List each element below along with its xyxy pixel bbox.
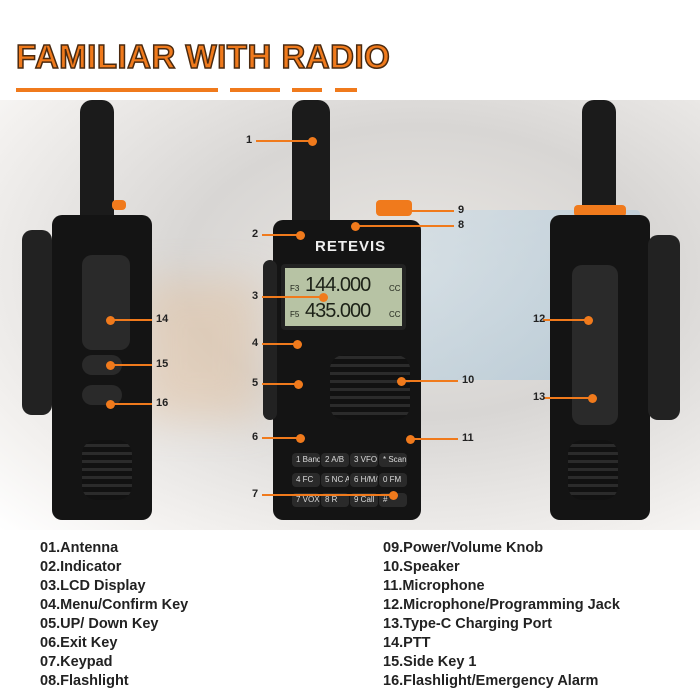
lcd-suffix: CC — [389, 284, 401, 293]
callout-line — [543, 397, 592, 399]
callout-line — [262, 494, 393, 496]
callout-number: 13 — [533, 391, 546, 403]
callout-number: 8 — [458, 219, 465, 231]
legend-left: 01.Antenna 02.Indicator 03.LCD Display 0… — [40, 539, 188, 691]
callout-line — [262, 234, 300, 236]
callout-number: 9 — [458, 204, 465, 216]
callout-number: 12 — [533, 313, 546, 325]
legend-item: 04.Menu/Confirm Key — [40, 597, 189, 613]
legend-item: 07.Keypad — [40, 654, 113, 670]
legend-right: 09.Power/Volume Knob 10.Speaker 11.Micro… — [383, 539, 620, 691]
legend-item: 05.UP/ Down Key — [40, 616, 159, 632]
callout-number: 6 — [252, 431, 259, 443]
callout-line — [262, 296, 323, 298]
callout-line — [110, 364, 152, 366]
legend-item: 15.Side Key 1 — [383, 654, 477, 670]
lcd-suffix: CC — [389, 310, 401, 319]
keypad-key: * Scan — [379, 453, 407, 467]
keypad-key: # — [379, 493, 407, 507]
legend-item: 01.Antenna — [40, 540, 119, 556]
callout-dot — [296, 231, 305, 240]
callout-dot — [396, 207, 405, 216]
callout-dot — [406, 435, 415, 444]
callout-line — [401, 380, 458, 382]
title-underline — [335, 88, 357, 92]
keypad-key: 1 Band — [292, 453, 320, 467]
legend-item: 10.Speaker — [383, 559, 460, 575]
legend-item: 13.Type-C Charging Port — [383, 616, 552, 632]
legend-item: 14.PTT — [383, 635, 431, 651]
callout-dot — [296, 434, 305, 443]
title-underline — [292, 88, 322, 92]
callout-dot — [308, 137, 317, 146]
legend-item: 09.Power/Volume Knob — [383, 540, 544, 556]
callout-number: 15 — [156, 358, 169, 370]
callout-number: 14 — [156, 313, 169, 325]
keypad-key: 2 A/B — [321, 453, 349, 467]
callout-dot — [106, 400, 115, 409]
page-title: FAMILIAR WITH RADIO — [15, 37, 391, 76]
callout-number: 16 — [156, 397, 169, 409]
callout-dot — [106, 316, 115, 325]
legend-item: 16.Flashlight/Emergency Alarm — [383, 673, 599, 689]
callout-dot — [106, 361, 115, 370]
callout-line — [110, 319, 152, 321]
callout-number: 2 — [252, 228, 259, 240]
legend-item: 03.LCD Display — [40, 578, 146, 594]
callout-dot — [293, 340, 302, 349]
callout-number: 11 — [462, 432, 474, 444]
legend-item: 08.Flashlight — [40, 673, 129, 689]
callout-line — [355, 225, 454, 227]
keypad-key: 3 VFO MR — [350, 453, 378, 467]
keypad-key: 0 FM — [379, 473, 407, 487]
callout-number: 7 — [252, 488, 259, 500]
callout-dot — [351, 222, 360, 231]
callout-dot — [294, 380, 303, 389]
callout-dot — [389, 491, 398, 500]
legend-item: 12.Microphone/Programming Jack — [383, 597, 620, 613]
callout-dot — [584, 316, 593, 325]
callout-dot — [397, 377, 406, 386]
callout-number: 4 — [252, 337, 259, 349]
lcd-line2-freq: 435.000 — [305, 300, 371, 322]
callout-line — [400, 210, 454, 212]
callout-number: 3 — [252, 290, 259, 302]
title-underline — [230, 88, 280, 92]
callout-line — [543, 319, 588, 321]
callout-number: 10 — [462, 374, 475, 386]
brand-logo: RETEVIS — [315, 238, 387, 255]
keypad-key: 4 FC — [292, 473, 320, 487]
keypad-key: 7 VOX — [292, 493, 320, 507]
lcd-line1-prefix: F3 — [290, 284, 300, 293]
callout-number: 1 — [246, 134, 253, 146]
keypad-key: 9 Call — [350, 493, 378, 507]
callout-dot — [319, 293, 328, 302]
callout-line — [262, 383, 298, 385]
lcd-line2-prefix: F5 — [290, 310, 300, 319]
lcd-line1-freq: 144.000 — [305, 274, 371, 296]
callout-line — [256, 140, 312, 142]
callout-line — [110, 403, 152, 405]
legend-item: 11.Microphone — [383, 578, 485, 594]
callout-line — [262, 437, 300, 439]
callout-dot — [588, 394, 597, 403]
callout-number: 5 — [252, 377, 259, 389]
title-underline — [16, 88, 218, 92]
legend-item: 06.Exit Key — [40, 635, 118, 651]
keypad-key: 6 H/M/L — [350, 473, 378, 487]
keypad-key: 8 R — [321, 493, 349, 507]
legend-item: 02.Indicator — [40, 559, 122, 575]
keypad-key: 5 NC AA — [321, 473, 349, 487]
callout-line — [262, 343, 297, 345]
callout-line — [410, 438, 458, 440]
